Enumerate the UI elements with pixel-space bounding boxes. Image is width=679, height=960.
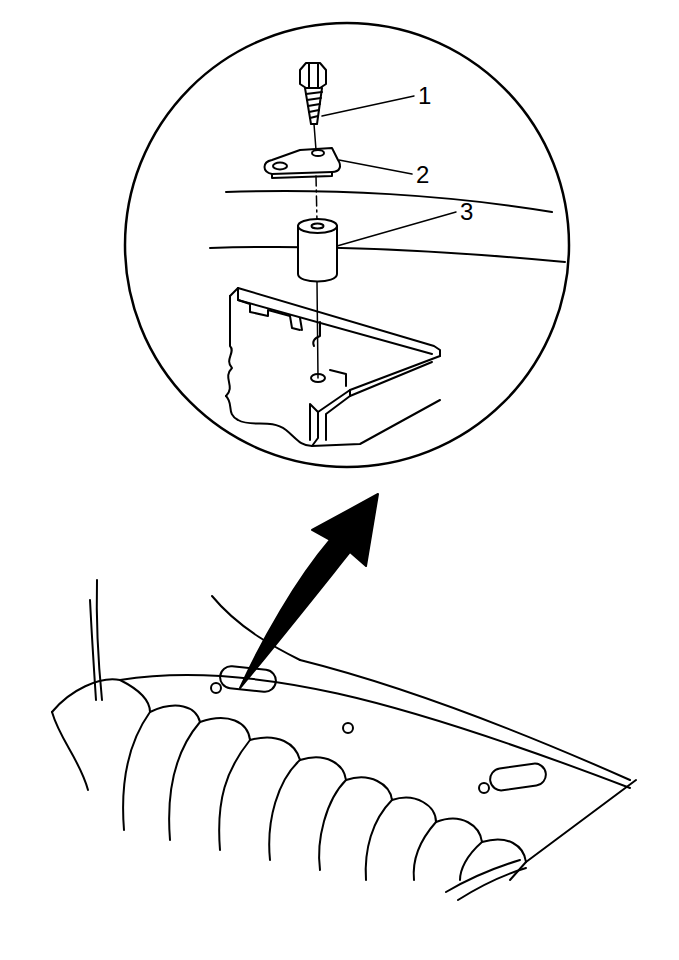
callout-number: 3 [460,200,473,224]
zoom-arrow [240,494,378,688]
bracket-tab [265,148,341,178]
bolt [300,63,326,124]
spacer [298,219,337,282]
leader-line [339,160,412,174]
callout-number: 2 [416,163,429,187]
detail-circle [125,23,569,467]
callout-number: 1 [418,84,431,108]
mounting-tray [226,288,440,446]
leader-line [322,96,414,116]
panel-overview [52,580,636,900]
leader-line [337,212,456,246]
panel-edge [210,247,565,262]
panel-edge [226,191,552,212]
